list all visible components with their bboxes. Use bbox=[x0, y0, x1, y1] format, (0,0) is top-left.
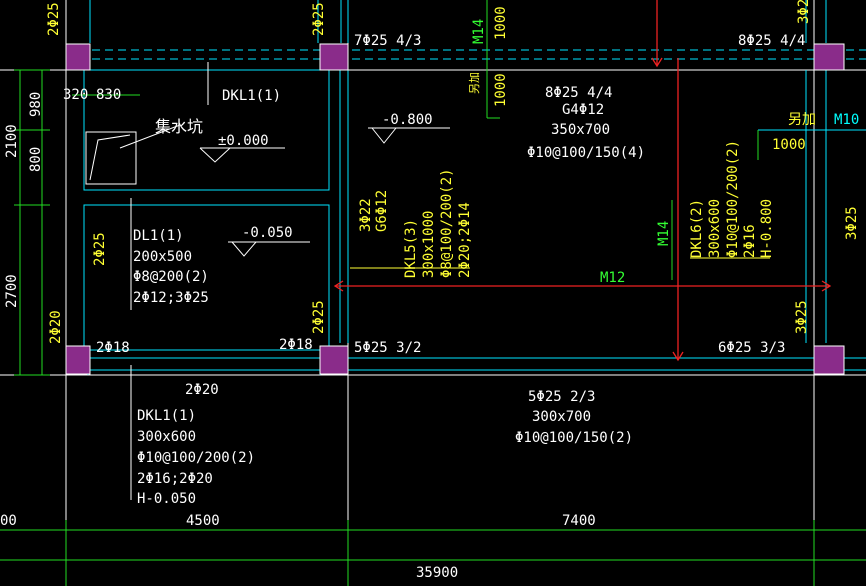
dim-320: 320 bbox=[63, 87, 88, 103]
label-m12: M12 bbox=[600, 270, 625, 286]
label-right-low-3phi25: 3Φ25 bbox=[794, 300, 810, 334]
dkl5-top1: 3Φ22 bbox=[358, 198, 374, 232]
label-beam-top-right: 8Φ25 4/4 bbox=[738, 33, 805, 49]
dkl6-line1: DKL6(2) bbox=[689, 199, 705, 258]
bottom-bar-6phi25: 6Φ25 3/3 bbox=[718, 340, 785, 356]
dim-4500: 4500 bbox=[186, 513, 220, 529]
column-b2 bbox=[319, 345, 349, 375]
dkl6-line2: 300x600 bbox=[707, 199, 723, 258]
green-1000-bottom: 1000 bbox=[493, 73, 509, 107]
dim-7400: 7400 bbox=[562, 513, 596, 529]
bottom-bar-2phi18-a: 2Φ18 bbox=[96, 340, 130, 356]
column-b1 bbox=[319, 43, 349, 71]
center-beam-line2: G4Φ12 bbox=[562, 102, 604, 118]
green-m14-top: M14 bbox=[471, 19, 487, 44]
dkl1-bottom-line1: DKL1(1) bbox=[137, 408, 196, 424]
dl1-line2: 200x500 bbox=[133, 249, 192, 265]
label-dkl1-top: DKL1(1) bbox=[222, 88, 281, 104]
bottom-beam-line2: 300x700 bbox=[532, 409, 591, 425]
column-a1 bbox=[65, 43, 91, 71]
green-1000-top: 1000 bbox=[493, 6, 509, 40]
dkl1-bottom-line2: 300x600 bbox=[137, 429, 196, 445]
dkl1-bottom-line3: Φ10@100/200(2) bbox=[137, 450, 255, 466]
dim-00: 00 bbox=[0, 513, 17, 529]
column-c1 bbox=[813, 43, 845, 71]
beam-outlines bbox=[66, 0, 866, 375]
center-beam-line3: 350x700 bbox=[551, 122, 610, 138]
dim-980: 980 bbox=[28, 92, 44, 117]
label-col-right-3phi25: 3Φ25 bbox=[796, 0, 812, 24]
dkl1-bottom-line4: 2Φ16;2Φ20 bbox=[137, 471, 213, 487]
dim-2100: 2100 bbox=[4, 124, 20, 158]
label-col-mid-2phi25: 2Φ25 bbox=[311, 2, 327, 36]
dkl5-top2: G6Φ12 bbox=[374, 190, 390, 232]
dkl1-bottom-line5: H-0.050 bbox=[137, 491, 196, 507]
label-right-3phi25: 3Φ25 bbox=[844, 206, 860, 240]
left-vertical-2phi25: 2Φ25 bbox=[92, 232, 108, 266]
label-col-left-2phi25: 2Φ25 bbox=[46, 2, 62, 36]
columns bbox=[65, 43, 845, 375]
left-vertical-2phi25-mid: 2Φ25 bbox=[311, 300, 327, 334]
center-beam-line4: Φ10@100/150(4) bbox=[527, 145, 645, 161]
dl1-line1: DL1(1) bbox=[133, 228, 184, 244]
center-beam-line1: 8Φ25 4/4 bbox=[545, 85, 612, 101]
left-vertical-2phi20: 2Φ20 bbox=[48, 310, 64, 344]
dim-800: 800 bbox=[28, 147, 44, 172]
bottom-beam-line3: Φ10@100/150(2) bbox=[515, 430, 633, 446]
dim-35900: 35900 bbox=[416, 565, 458, 581]
right-1000: 1000 bbox=[772, 137, 806, 153]
dkl5-line2: 300x1000 bbox=[421, 211, 437, 278]
dl1-line3: Φ8@200(2) bbox=[133, 269, 209, 285]
column-a2 bbox=[65, 345, 91, 375]
label-m14-mid: M14 bbox=[656, 221, 672, 246]
green-lingjia: 另加 bbox=[468, 72, 481, 94]
dkl6-line3: Φ10@100/200(2) bbox=[725, 140, 741, 258]
bottom-bar-5phi25: 5Φ25 3/2 bbox=[354, 340, 421, 356]
dkl1-bottom-top: 2Φ20 bbox=[185, 382, 219, 398]
label-sump-level: ±0.000 bbox=[218, 133, 269, 149]
dim-830: 830 bbox=[96, 87, 121, 103]
bottom-bar-2phi18-b: 2Φ18 bbox=[279, 337, 313, 353]
right-m10: M10 bbox=[834, 112, 859, 128]
dkl5-line1: DKL5(3) bbox=[403, 219, 419, 278]
column-c2 bbox=[813, 345, 845, 375]
rebar-lines bbox=[333, 0, 832, 362]
label-pit-level: -0.800 bbox=[382, 112, 433, 128]
bottom-beam-line1: 5Φ25 2/3 bbox=[528, 389, 595, 405]
dl1-level: -0.050 bbox=[242, 225, 293, 241]
dkl6-line4: 2Φ16 bbox=[742, 224, 758, 258]
dkl5-line4: 2Φ20;2Φ14 bbox=[457, 202, 473, 278]
right-lingjia: 另加 bbox=[788, 112, 816, 128]
dim-2700: 2700 bbox=[4, 274, 20, 308]
dkl5-line3: Φ8@100/200(2) bbox=[439, 168, 455, 278]
leader-lines bbox=[85, 62, 770, 500]
dkl6-line5: H-0.800 bbox=[759, 199, 775, 258]
dl1-line4: 2Φ12;3Φ25 bbox=[133, 290, 209, 306]
label-beam-top-left: 7Φ25 4/3 bbox=[354, 33, 421, 49]
label-sump: 集水坑 bbox=[155, 117, 203, 136]
